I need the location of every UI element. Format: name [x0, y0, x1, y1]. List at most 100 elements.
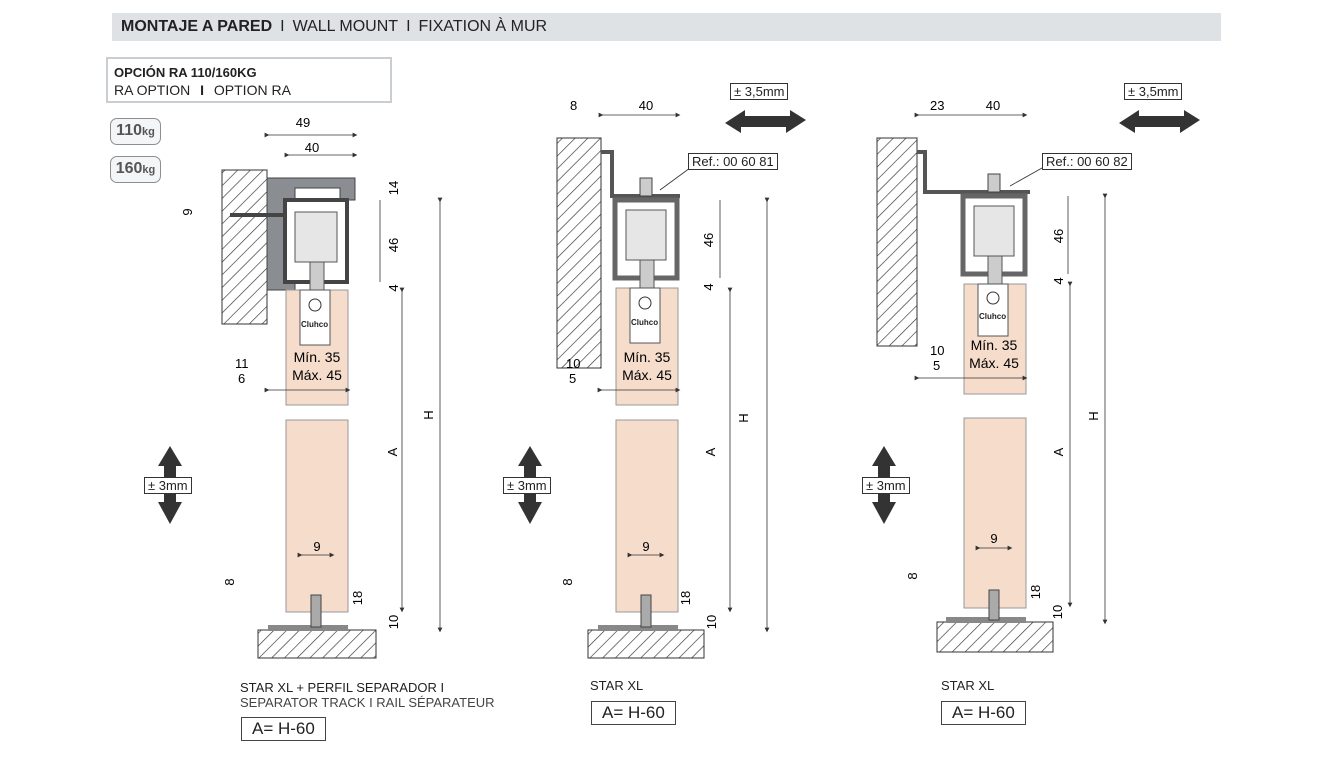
dim-18: 18	[350, 591, 365, 605]
dim-H: H	[1086, 411, 1101, 420]
dim-9: 9	[642, 539, 649, 554]
dim-9: 9	[990, 531, 997, 546]
dim-10a: 10	[930, 343, 944, 358]
floor-guide	[268, 625, 348, 631]
carriage	[625, 209, 667, 261]
header-title-en: WALL MOUNT	[292, 18, 399, 35]
door-min: Mín. 35	[624, 349, 671, 365]
dim-40: 40	[639, 98, 653, 113]
wall-bracket	[917, 150, 1030, 194]
caption-1: STAR XL + PERFIL SEPARADOR I SEPARATOR T…	[240, 680, 495, 710]
reference-label: Ref.: 00 60 81	[688, 153, 778, 170]
plate-screw	[308, 298, 322, 312]
floor	[587, 629, 705, 659]
dim-18: 18	[1028, 585, 1043, 599]
door-lower	[963, 417, 1027, 609]
dim-8-top: 8	[570, 98, 577, 113]
floor	[257, 629, 377, 659]
dim-14: 14	[386, 181, 401, 195]
caption-subtitle: SEPARATOR TRACK I RAIL SÉPARATEUR	[240, 695, 495, 710]
carriage	[294, 211, 338, 263]
formula-box: A= H-60	[591, 701, 676, 725]
carriage-bolt	[309, 261, 325, 293]
floor	[936, 621, 1054, 653]
dim-40: 40	[986, 98, 1000, 113]
caption-title: STAR XL	[590, 678, 644, 693]
dim-10: 10	[704, 615, 719, 629]
diagram-2: 8 40 46 4 10 5 Mín. 35 Máx. 45 A H 9 8 1…	[518, 98, 806, 659]
caption-2: STAR XL	[590, 678, 643, 693]
carriage-bolt	[987, 255, 1003, 285]
dim-5: 5	[569, 371, 576, 386]
option-en: RA OPTION	[114, 82, 191, 98]
option-fr: OPTION RA	[213, 82, 291, 98]
brand-mark: Cluhco	[301, 320, 329, 329]
option-separator: I	[200, 82, 205, 98]
option-box: OPCIÓN RA 110/160KG RA OPTION I OPTION R…	[106, 57, 392, 103]
formula-box: A= H-60	[941, 701, 1026, 725]
carriage	[973, 205, 1015, 257]
option-title: OPCIÓN RA 110/160KG	[114, 65, 257, 80]
horizontal-adjust-label: ± 3,5mm	[730, 83, 789, 100]
dim-10: 10	[386, 615, 401, 629]
track-bolt	[987, 173, 1001, 193]
brand-mark: Cluhco	[979, 312, 1007, 321]
weight-unit: kg	[142, 164, 156, 176]
dim-11: 11	[235, 356, 249, 371]
dim-4: 4	[386, 284, 401, 291]
dim-4: 4	[1051, 277, 1066, 284]
dim-10a: 10	[566, 356, 580, 371]
weight-value: 160	[115, 160, 143, 177]
wall	[221, 169, 268, 325]
guide-pin	[988, 589, 1000, 621]
dim-4: 4	[701, 283, 716, 290]
door-plate	[299, 289, 331, 346]
door-min: Mín. 35	[294, 349, 341, 365]
vertical-adjust-label: ± 3mm	[862, 477, 910, 494]
dim-9: 9	[180, 208, 195, 215]
caption-3: STAR XL	[941, 678, 994, 693]
floor-guide	[598, 625, 678, 631]
dim-5: 5	[933, 358, 940, 373]
vertical-adjust-label: ± 3mm	[144, 477, 192, 494]
door-lower	[285, 419, 349, 613]
door-max: Máx. 45	[969, 355, 1019, 371]
dim-8: 8	[560, 578, 575, 585]
option-subtitle: RA OPTION I OPTION RA	[114, 82, 390, 98]
dim-6: 6	[238, 371, 245, 386]
floor-guide	[946, 617, 1026, 623]
horizontal-adjust-label: ± 3,5mm	[1124, 83, 1183, 100]
dim-9b: 9	[313, 539, 320, 554]
dim-8: 8	[905, 572, 920, 579]
formula-box: A= H-60	[241, 717, 326, 741]
dim-A: A	[385, 447, 400, 456]
weight-unit: kg	[141, 126, 155, 138]
carriage-bolt	[639, 259, 655, 289]
plate-screw	[638, 296, 652, 310]
header-title-fr: FIXATION À MUR	[418, 18, 548, 35]
caption-title: STAR XL	[941, 678, 995, 693]
guide-pin	[640, 594, 652, 628]
dim-49: 49	[296, 115, 310, 130]
dim-46: 46	[701, 233, 716, 247]
horizontal-adjust-icon	[1119, 110, 1200, 133]
dim-H: H	[421, 410, 436, 419]
caption-title: STAR XL + PERFIL SEPARADOR I	[240, 680, 445, 695]
reference-label: Ref.: 00 60 82	[1042, 153, 1132, 170]
dim-H: H	[736, 413, 751, 422]
dim-10: 10	[1050, 605, 1065, 619]
wall	[556, 137, 602, 369]
door-min: Mín. 35	[971, 337, 1018, 353]
door-max: Máx. 45	[622, 367, 672, 383]
door-lower	[615, 419, 679, 613]
plate-screw	[986, 291, 1000, 305]
dim-18: 18	[678, 591, 693, 605]
track-bolt	[639, 177, 653, 197]
dim-46: 46	[1051, 229, 1066, 243]
dim-A: A	[1051, 447, 1066, 456]
door-max: Máx. 45	[292, 367, 342, 383]
dim-23-top: 23	[930, 98, 944, 113]
brand-mark: Cluhco	[631, 318, 659, 327]
